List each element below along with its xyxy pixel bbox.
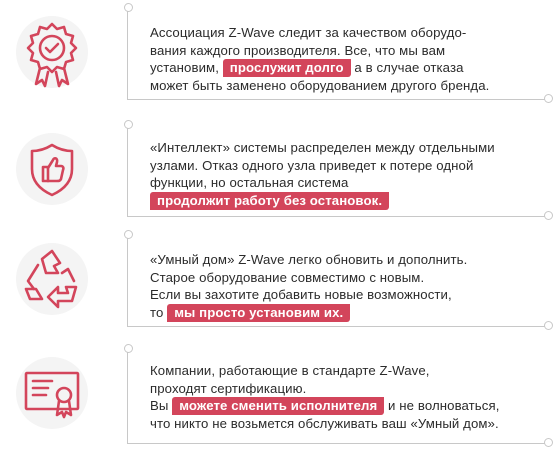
award-rosette-check-icon [2, 2, 102, 102]
recycle-arrows-icon [2, 229, 102, 329]
text-line-before: то [150, 304, 168, 320]
feature-frame [124, 344, 553, 447]
highlight-label: продолжит работу без остановок. [150, 191, 390, 210]
text-line: Ассоциация Z-Wave следит за качеством об… [150, 25, 467, 40]
highlight-label: можете сменить исполнителя [172, 397, 385, 415]
text-line: «Умный дом» Z-Wave легко обновить и допо… [150, 252, 468, 267]
feature-text: Ассоциация Z-Wave следит за качеством об… [150, 24, 489, 94]
highlight-label: мы просто установим их. [167, 303, 351, 322]
text-line-before: Вы [150, 398, 173, 413]
text-line: Старое оборудование совместимо с новым. [150, 269, 425, 285]
text-line: функции, но остальная система [150, 175, 349, 190]
certificate-icon [2, 343, 102, 443]
text-line: узлами. Отказ одного узла приведет к пот… [150, 157, 474, 173]
text-line: проходят сертификацию. [150, 380, 307, 396]
feature-text: «Умный дом» Z-Wave легко обновить и допо… [150, 251, 468, 322]
text-line: вания каждого производителя. Все, что мы… [150, 42, 446, 58]
text-line: Компании, работающие в стандарте Z-Wave, [150, 363, 430, 378]
feature-text: Компании, работающие в стандарте Z-Wave,… [150, 362, 499, 432]
text-line-after: и не волноваться, [384, 398, 500, 413]
text-line-after: а в случае отказа [350, 60, 464, 75]
text-line: что никто не возьмется обслуживать ваш «… [150, 415, 499, 431]
text-line: Если вы захотите добавить новые возможно… [150, 287, 452, 302]
text-line: может быть заменено оборудованием другог… [150, 77, 490, 93]
text-line: «Интеллект» системы распределен между от… [150, 140, 495, 155]
feature-text: «Интеллект» системы распределен между от… [150, 139, 495, 210]
shield-thumbs-up-icon [2, 119, 102, 219]
highlight-label: прослужит долго [222, 59, 351, 77]
text-line-before: установим, [150, 60, 223, 75]
